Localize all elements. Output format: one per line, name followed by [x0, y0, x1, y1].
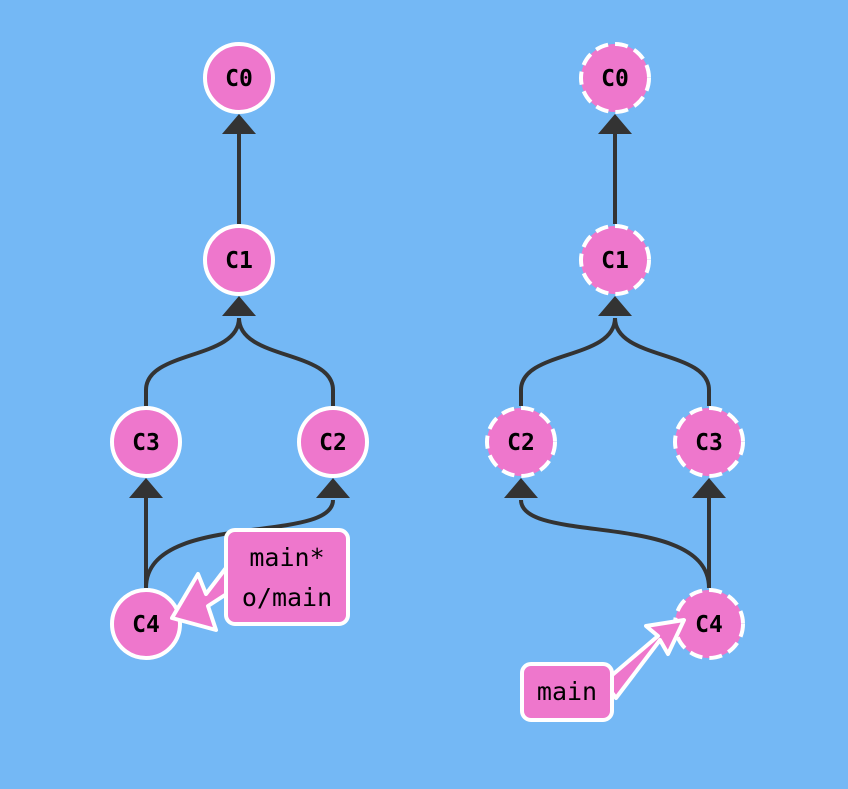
commit-c4[interactable]: C4 [673, 588, 745, 660]
commit-label: C0 [601, 66, 629, 92]
branch-pointer-arrow [602, 618, 686, 700]
commit-label: C0 [225, 66, 253, 92]
edge-c3-c1 [144, 317, 241, 406]
commit-c3[interactable]: C3 [110, 406, 182, 478]
commit-c1[interactable]: C1 [579, 224, 651, 296]
commit-label: C3 [132, 430, 160, 456]
commit-c1[interactable]: C1 [203, 224, 275, 296]
commit-label: C2 [319, 430, 347, 456]
edge-c1-c0 [222, 114, 256, 224]
commit-label: C4 [695, 612, 723, 638]
commit-label: C1 [225, 248, 253, 274]
edge-c2-c1 [222, 296, 335, 406]
edge-c2-c1 [519, 317, 617, 406]
commit-label: C2 [507, 430, 535, 456]
edge-c4-c3 [692, 478, 726, 588]
commit-label: C3 [695, 430, 723, 456]
branch-tag-box [224, 528, 350, 626]
remote-repo-tree: C0 C1 C2 C3 C4 main [485, 42, 745, 722]
commit-c2[interactable]: C2 [297, 406, 369, 478]
commit-c2[interactable]: C2 [485, 406, 557, 478]
commit-label: C1 [601, 248, 629, 274]
branch-pointer-main-local[interactable]: main* o/main [170, 528, 350, 632]
branch-pointer-main-remote[interactable]: main [520, 618, 686, 722]
edge-c3-c1 [598, 296, 711, 406]
edge-c4-c2 [504, 478, 711, 589]
branch-label-origin-main: o/main [242, 583, 332, 612]
edge-c1-c0 [598, 114, 632, 224]
branch-tag-box [520, 662, 614, 722]
commit-label: C4 [132, 612, 160, 638]
commit-c0[interactable]: C0 [203, 42, 275, 114]
commit-c4[interactable]: C4 [110, 588, 182, 660]
branch-label-main: main* [249, 543, 324, 572]
local-repo-tree: C0 C1 C3 C2 C4 main* o/main [110, 42, 369, 660]
commit-c0[interactable]: C0 [579, 42, 651, 114]
commit-c3[interactable]: C3 [673, 406, 745, 478]
branch-label-main: main [537, 677, 597, 706]
edge-c4-c3 [129, 478, 163, 588]
